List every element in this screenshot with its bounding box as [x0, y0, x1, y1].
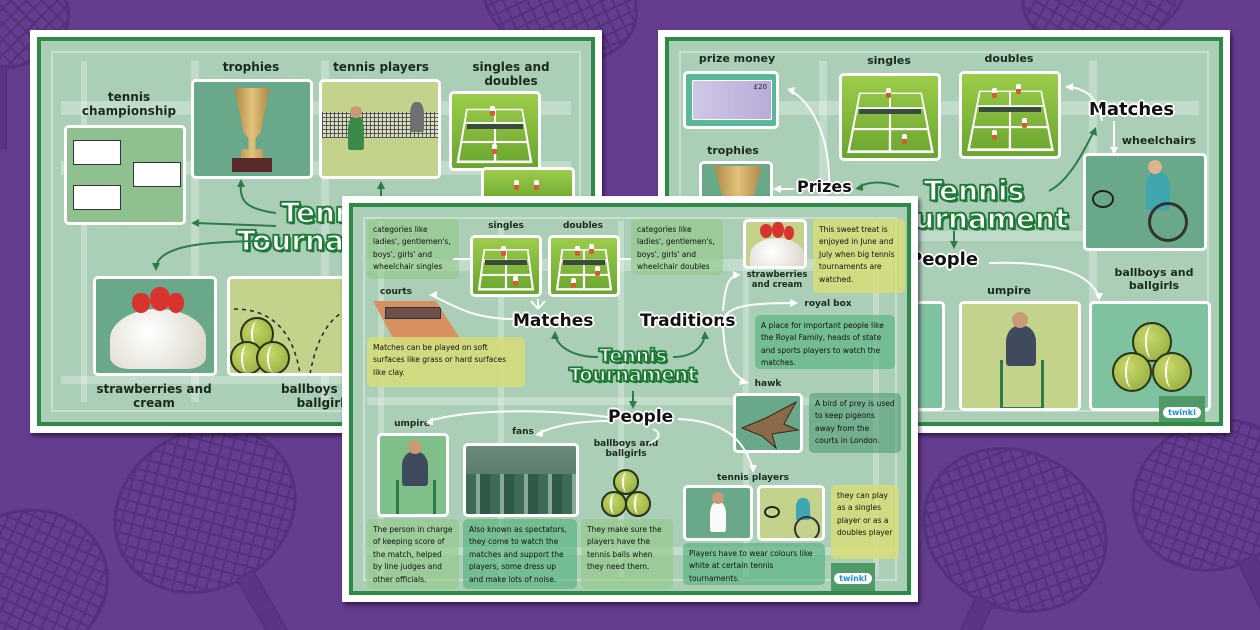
label-royal-box: royal box [804, 299, 852, 309]
label-singles-and-doubles: singles and doubles [472, 60, 550, 88]
poster-front: categories like ladies', gentlemen's, bo… [342, 196, 918, 602]
poster-front-title: Tennis Tournament [568, 345, 698, 386]
wheelchair-player-image [757, 485, 825, 541]
singles-court-image [470, 235, 542, 297]
label-doubles: doubles [562, 221, 604, 231]
poster-front-board: categories like ladies', gentlemen's, bo… [349, 203, 911, 595]
poster-right: prize money £20 singles doubles Matches … [658, 30, 1230, 433]
tennis-racket-icon [0, 485, 131, 630]
wheelchair-player-image [1083, 153, 1207, 251]
hawk-icon [740, 400, 800, 450]
label-tennis-players: tennis players [717, 473, 789, 483]
umpire-image [959, 301, 1081, 411]
tennis-racket-icon [895, 417, 1135, 630]
label-doubles: doubles [984, 52, 1034, 65]
female-player-image [683, 485, 753, 541]
hawk-image [733, 393, 803, 453]
category-prizes: Prizes [797, 177, 852, 196]
tennis-balls-image [599, 469, 669, 521]
doubles-court-image [548, 235, 620, 297]
tennis-players-image [319, 79, 441, 179]
info-fans: Also known as spectators, they come to w… [463, 519, 577, 589]
poster-left-board: tennis championship trophies tennis play… [37, 37, 595, 426]
label-singles: singles [488, 221, 524, 231]
twinkl-logo: twinkl [831, 563, 875, 591]
category-traditions: Traditions [640, 311, 736, 331]
info-royal-box: A place for important people like the Ro… [755, 315, 895, 369]
championship-bracket-image [64, 125, 186, 225]
singles-court-image [449, 91, 541, 171]
label-umpire: umpire [987, 284, 1031, 297]
label-ballboys-and-ballgirls: ballboys and ballgirls [1114, 266, 1194, 292]
info-umpire: The person in charge of keeping score of… [367, 519, 459, 589]
label-fans: fans [512, 427, 534, 437]
banknote-icon: £20 [692, 80, 772, 120]
umpire-image [377, 433, 449, 517]
category-people: People [608, 407, 674, 427]
info-strawberries: This sweet treat is enjoyed in June and … [813, 219, 905, 293]
label-strawberries-and-cream: strawberries and cream [96, 382, 212, 410]
label-courts: courts [379, 287, 413, 297]
info-ballboys: They make sure the players have the tenn… [581, 519, 673, 589]
label-wheelchairs: wheelchairs [1121, 134, 1197, 147]
info-courts: Matches can be played on soft surfaces l… [367, 337, 525, 387]
label-trophies: trophies [222, 60, 280, 74]
strawberries-cream-image [743, 219, 807, 269]
label-tennis-championship: tennis championship [81, 90, 177, 118]
ballboys-image [1089, 301, 1211, 411]
category-matches: Matches [513, 311, 594, 331]
info-players-clothes: Players have to wear colours like white … [683, 543, 825, 585]
label-tennis-players: tennis players [333, 60, 429, 74]
label-singles: singles [867, 54, 911, 67]
trophy-icon [234, 88, 270, 160]
poster-right-board: prize money £20 singles doubles Matches … [665, 37, 1223, 426]
trophy-image [191, 79, 313, 179]
label-hawk: hawk [754, 379, 782, 389]
label-prize-money: prize money [698, 52, 776, 65]
twinkl-logo: twinkl [1159, 396, 1205, 422]
label-strawberries-and-cream: strawberries and cream [746, 270, 808, 290]
info-singles-categories: categories like ladies', gentlemen's, bo… [367, 219, 459, 279]
info-hawk: A bird of prey is used to keep pigeons a… [809, 393, 901, 453]
strawberries-cream-image [93, 276, 217, 376]
category-people: People [909, 249, 979, 270]
label-ballboys-and-ballgirls: ballboys and ballgirls [593, 439, 659, 460]
singles-court-image [839, 73, 941, 161]
info-players-singles-doubles: they can play as a singles player or as … [831, 485, 899, 559]
doubles-court-image [959, 71, 1061, 159]
info-doubles-categories: categories like ladies', gentlemen's, bo… [631, 219, 723, 275]
fans-image [463, 443, 579, 517]
category-matches: Matches [1089, 99, 1175, 120]
label-umpire: umpire [394, 419, 430, 429]
label-trophies: trophies [707, 144, 759, 157]
prize-money-image: £20 [683, 71, 779, 129]
poster-left: tennis championship trophies tennis play… [30, 30, 602, 433]
